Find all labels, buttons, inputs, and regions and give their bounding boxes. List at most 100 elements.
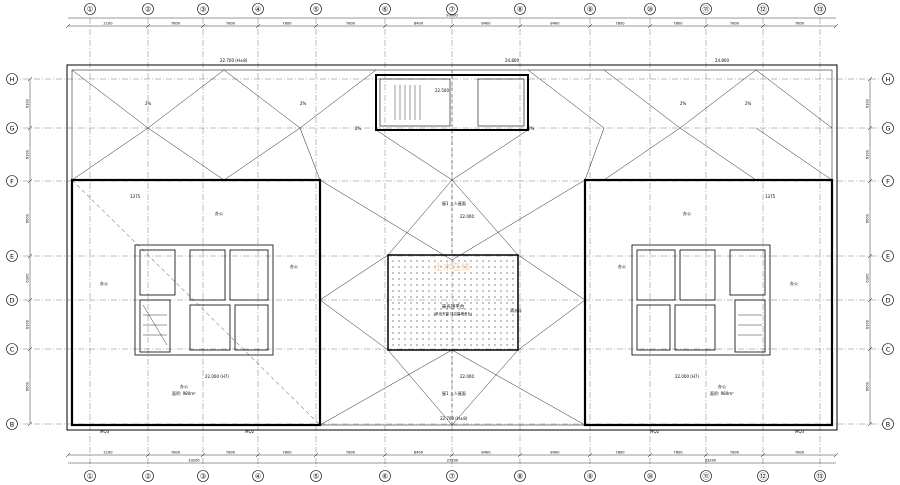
dimension-label: 8400 [481, 22, 491, 26]
gutter-left: 1375 [130, 194, 141, 199]
grid-bubble-col: ④ [252, 3, 264, 15]
grid-col-label: ⑬ [817, 473, 824, 481]
grid-col-label: ④ [255, 6, 261, 14]
grid-col-label: ③ [200, 473, 206, 481]
gutter-right: 1375 [765, 194, 776, 199]
grid-col-label: ⑩ [647, 6, 653, 14]
dimension-label: 7800 [673, 451, 683, 455]
grid-col-label: ⑥ [382, 473, 388, 481]
grid-col-label: ⑦ [449, 473, 455, 481]
left-office-block [70, 178, 322, 427]
right-office-area: 面积: 980m² [710, 390, 734, 396]
grid-bubble-col: ② [142, 470, 154, 482]
left-core [134, 244, 274, 356]
grid-bubble-col: ⑪ [700, 3, 712, 15]
stair-elev: 22.500 [435, 88, 449, 93]
grid-bubble-row: C [6, 343, 18, 355]
grid-bubble-col: ⑤ [310, 470, 322, 482]
roof-parapet-outer [66, 64, 838, 431]
mq-label-1: MQ3 [100, 429, 110, 434]
slope-3: 2% [680, 101, 687, 106]
skylight-label: 采光顶平台 [442, 303, 465, 310]
dimension-label: 6300 [866, 98, 870, 108]
dimension-label: 7800 [171, 451, 181, 455]
core-elev: 24.800 [505, 58, 519, 63]
grid-row-label: C [10, 346, 15, 354]
grid-bubble-row: C [882, 343, 894, 355]
right-office-top: 办公 [683, 210, 691, 216]
grid-bubble-col: ④ [252, 470, 264, 482]
dimension-label: 7800 [673, 22, 683, 26]
dimension-label: 8400 [481, 451, 491, 455]
grid-bubble-col: ⑥ [379, 3, 391, 15]
grid-row-label: F [886, 178, 890, 186]
dimension-label: 2100 [103, 22, 113, 26]
dimension-label: 6600 [866, 213, 870, 223]
right-office-bottom: 办公 [718, 383, 726, 389]
dimension-label: 7800 [282, 22, 292, 26]
grid-bubble-col: ① [84, 3, 96, 15]
grid-col-label: ⑧ [517, 473, 523, 481]
bottom-total-label: 33200 [705, 459, 717, 463]
grid-bubble-row: G [882, 122, 894, 134]
stair-tower [375, 74, 529, 131]
grid-col-label: ⑪ [703, 6, 710, 14]
dimension-label: 6300 [866, 319, 870, 329]
grid-bubble-row: E [6, 250, 18, 262]
grid-bubble-col: ⑪ [700, 470, 712, 482]
grid-bubble-col: ⑫ [757, 3, 769, 15]
plan-labels: 22.700 (H±8) 24.800 22.500 24.800 屋1 上人屋… [100, 58, 805, 434]
watermark: 土木在线 [434, 261, 470, 273]
grid-col-label: ⑬ [817, 6, 824, 14]
left-office-bottom: 办公 [180, 383, 188, 389]
grid-bubble-col: ⑦ [446, 3, 458, 15]
dimension-label: 7800 [226, 451, 236, 455]
grid-row-label: F [10, 178, 14, 186]
bottom-total-label: 33200 [188, 459, 200, 463]
mq-label-2: MQ2 [245, 429, 255, 434]
dimension-label: 2100 [103, 451, 113, 455]
dimension-label: 6300 [26, 319, 30, 329]
mid-elev-bottom: 22.000 [460, 374, 474, 379]
dimension-label: 7800 [346, 22, 356, 26]
grid-col-label: ⑦ [449, 6, 455, 14]
dimension-label: 7800 [615, 22, 625, 26]
bottom-total-label: 25200 [447, 459, 459, 463]
grid-bubble-col: ⑬ [814, 470, 826, 482]
dimension-label: 7800 [171, 22, 181, 26]
roof-slope-lines [71, 69, 833, 426]
dimension-label: 7800 [730, 451, 740, 455]
grid-bubble-col: ⑧ [514, 470, 526, 482]
dimension-label: 7800 [346, 451, 356, 455]
dimension-label: 6300 [866, 273, 870, 283]
bottom-roof-elev: 22.700 (H±8) [440, 416, 468, 421]
grid-bubble-col: ⑩ [644, 3, 656, 15]
dimension-label: 6600 [26, 213, 30, 223]
grid-bubble-col: ⑧ [514, 3, 526, 15]
grid-bubble-row: H [6, 73, 18, 85]
grid-bubble-col: ⑨ [584, 3, 596, 15]
grid-row-label: D [9, 297, 14, 305]
grid-col-label: ⑩ [647, 473, 653, 481]
floor-elev-left: 22.000 (H7) [205, 374, 229, 379]
grid-row-label: G [885, 125, 890, 133]
slope-6: 2% [528, 126, 535, 131]
grid-col-label: ① [87, 6, 93, 14]
mq-label-4: MQ3 [795, 429, 805, 434]
grid-bubble-col: ② [142, 3, 154, 15]
top-total-label: 93600 [446, 14, 458, 18]
dimension-label: 8400 [550, 22, 560, 26]
slope-2: 2% [300, 101, 307, 106]
grid-row-label: H [10, 76, 15, 84]
dimension-label: 7800 [795, 451, 805, 455]
grid-col-label: ⑥ [382, 6, 388, 14]
dimension-label: 7800 [795, 22, 805, 26]
grid-bubble-row: F [6, 175, 18, 187]
dimension-label: 8400 [550, 451, 560, 455]
grid-bubble-col: ⑤ [310, 3, 322, 15]
grid-col-label: ⑫ [760, 6, 767, 14]
grid-bubble-row: B [882, 418, 894, 430]
mq-label-3: MQ2 [650, 429, 660, 434]
